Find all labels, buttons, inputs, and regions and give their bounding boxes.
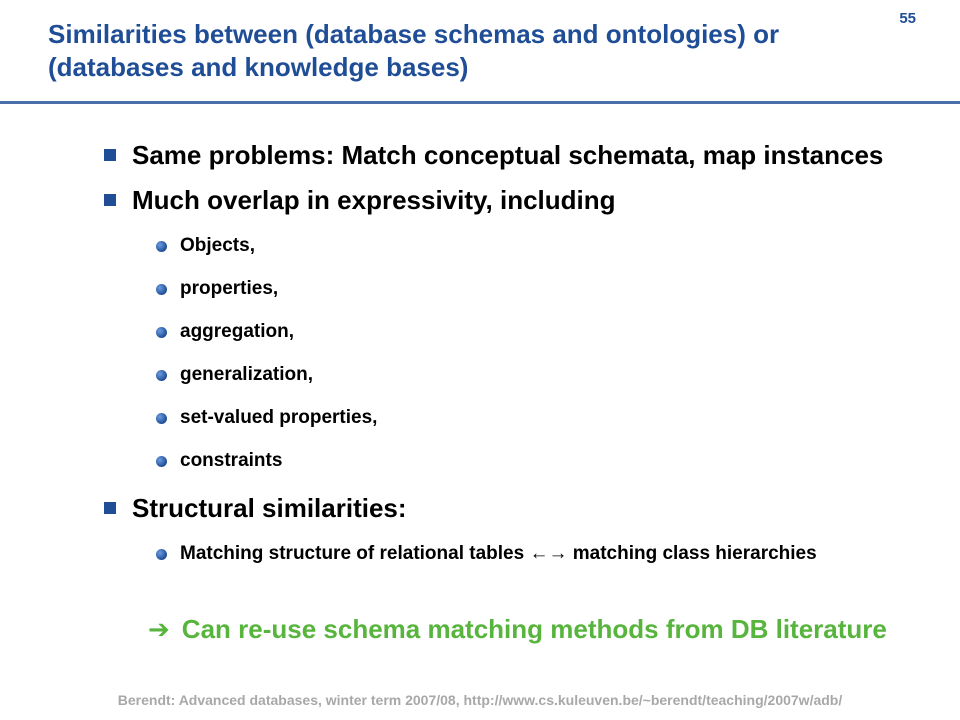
bullet-text: Much overlap in expressivity, including xyxy=(132,185,616,215)
bullet-text: Same problems: Match conceptual schemata… xyxy=(132,140,884,170)
slide-number: 55 xyxy=(899,10,916,27)
square-bullet-icon xyxy=(104,149,116,161)
square-bullet-icon xyxy=(104,502,116,514)
round-bullet-icon xyxy=(156,327,167,338)
sub-bullet-text: Matching structure of relational tables … xyxy=(180,543,817,564)
slide-title: Similarities between (database schemas a… xyxy=(48,19,780,82)
sub-bullet-text: properties, xyxy=(180,278,279,299)
round-bullet-icon xyxy=(156,456,167,467)
conclusion-line: ➔ Can re-use schema matching methods from… xyxy=(148,614,887,645)
round-bullet-icon xyxy=(156,241,167,252)
footer-citation: Berendt: Advanced databases, winter term… xyxy=(117,692,843,708)
conclusion-text: Can re-use schema matching methods from … xyxy=(181,614,887,644)
round-bullet-icon xyxy=(156,413,167,424)
round-bullet-icon xyxy=(156,370,167,381)
title-divider xyxy=(0,101,960,104)
square-bullet-icon xyxy=(104,194,116,206)
sub-bullet-text: set-valued properties, xyxy=(180,407,378,428)
round-bullet-icon xyxy=(156,284,167,295)
arrow-right-icon: ➔ xyxy=(148,614,170,644)
sub-bullet-text: Objects, xyxy=(180,235,255,256)
round-bullet-icon xyxy=(156,549,167,560)
bullet-text: Structural similarities: xyxy=(132,493,407,523)
sub-bullet-text: constraints xyxy=(180,450,283,471)
sub-bullet-text: aggregation, xyxy=(180,321,295,342)
sub-bullet-text: generalization, xyxy=(180,364,314,385)
